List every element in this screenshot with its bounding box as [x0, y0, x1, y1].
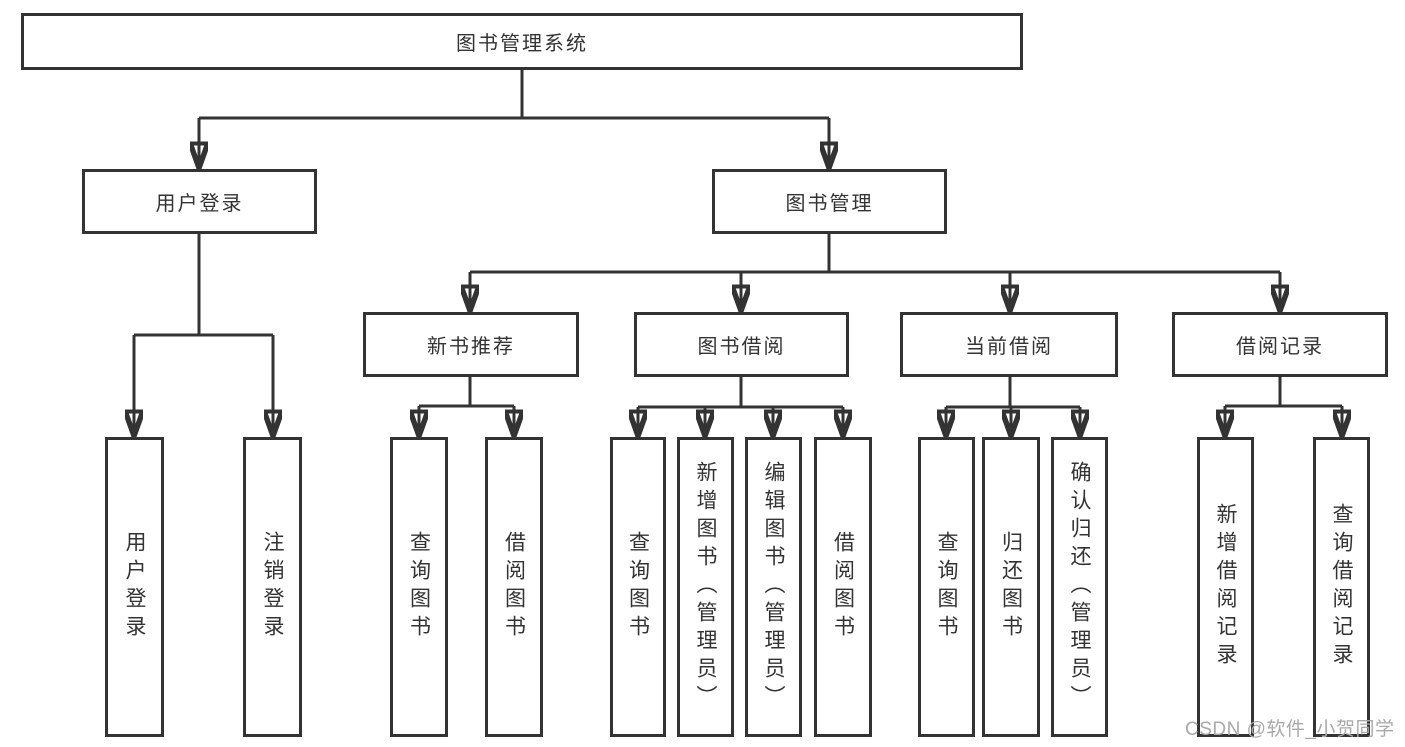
node-borrow-records: 借阅记录: [1172, 312, 1388, 377]
edge-new-book-stem: [419, 377, 514, 408]
leaf-add-borrow-record: 新增借阅记录: [1197, 437, 1254, 737]
leaf-query-borrow-record: 查询借阅记录: [1313, 437, 1370, 737]
edge-borrow-records-stem: [1225, 377, 1342, 408]
node-root: 图书管理系统: [21, 13, 1023, 70]
node-current-borrow: 当前借阅: [900, 312, 1118, 377]
leaf-edit-book-label: 编辑图书（管理员）: [762, 461, 785, 713]
leaf-borrow-book-2-label: 借阅图书: [831, 531, 855, 643]
edge-root-stem: [199, 69, 829, 120]
leaf-edit-book: 编辑图书（管理员）: [745, 437, 802, 737]
edge-book-management-stem: [470, 233, 1280, 274]
leaf-borrow-book-1-label: 借阅图书: [502, 531, 526, 643]
leaf-return-book-label: 归还图书: [999, 531, 1023, 643]
leaf-add-book-label: 新增图书（管理员）: [694, 461, 717, 713]
leaf-confirm-return: 确认归还（管理员）: [1051, 437, 1108, 737]
leaf-borrow-book-1: 借阅图书: [485, 437, 543, 737]
leaf-add-borrow-record-label: 新增借阅记录: [1214, 503, 1237, 671]
edge-book-borrow-stem: [638, 377, 843, 409]
edge-user-login-stem: [134, 234, 273, 337]
leaf-user-login: 用户登录: [105, 437, 164, 737]
leaf-add-book: 新增图书（管理员）: [677, 437, 734, 737]
leaf-confirm-return-label: 确认归还（管理员）: [1068, 461, 1091, 713]
leaf-query-book-1: 查询图书: [390, 437, 448, 737]
leaf-query-book-3: 查询图书: [918, 437, 975, 737]
leaf-logout: 注销登录: [243, 437, 302, 737]
node-book-borrow: 图书借阅: [634, 312, 849, 377]
node-book-management: 图书管理: [712, 169, 947, 234]
node-user-login: 用户登录: [82, 169, 317, 234]
node-new-book-recommend: 新书推荐: [363, 312, 579, 377]
leaf-query-book-1-label: 查询图书: [407, 531, 431, 643]
leaf-borrow-book-2: 借阅图书: [814, 437, 872, 737]
leaf-query-book-3-label: 查询图书: [935, 531, 958, 643]
leaf-logout-label: 注销登录: [261, 531, 284, 643]
leaf-query-borrow-record-label: 查询借阅记录: [1330, 503, 1353, 671]
leaf-query-book-2-label: 查询图书: [626, 531, 650, 643]
leaf-query-book-2: 查询图书: [610, 437, 666, 737]
csdn-watermark: CSDN @软件_小贺同学: [1185, 719, 1395, 740]
leaf-user-login-label: 用户登录: [123, 531, 146, 643]
edge-current-borrow-stem: [946, 377, 1080, 409]
leaf-return-book: 归还图书: [982, 437, 1040, 737]
